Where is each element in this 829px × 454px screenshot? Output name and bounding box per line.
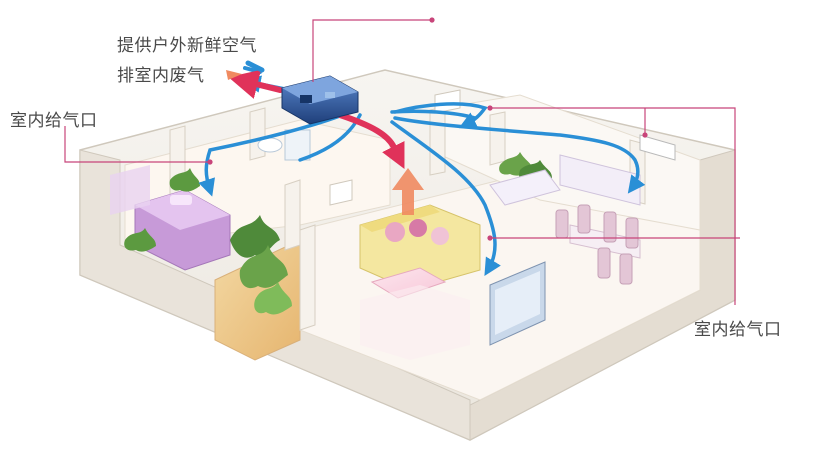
exhaust-air-label: 排室内废气 <box>117 66 205 86</box>
windows <box>329 89 461 206</box>
indoor-plants <box>124 152 552 315</box>
return-air-arrow <box>392 168 424 215</box>
kitchen <box>489 134 676 206</box>
television <box>489 261 546 346</box>
callout-lines <box>64 17 740 305</box>
outdoor-air-arrows <box>226 60 265 80</box>
ventilation-unit <box>281 75 359 125</box>
exhaust-air-ducts <box>228 69 405 169</box>
indoor-supply-vent-label-right: 室内给气口 <box>694 320 782 340</box>
bathroom <box>257 129 311 161</box>
living-room <box>359 204 481 360</box>
bedroom <box>110 165 231 271</box>
dining-area <box>555 204 641 285</box>
fresh-air-label: 提供户外新鲜空气 <box>117 36 257 56</box>
indoor-supply-vent-label-left: 室内给气口 <box>10 111 98 131</box>
